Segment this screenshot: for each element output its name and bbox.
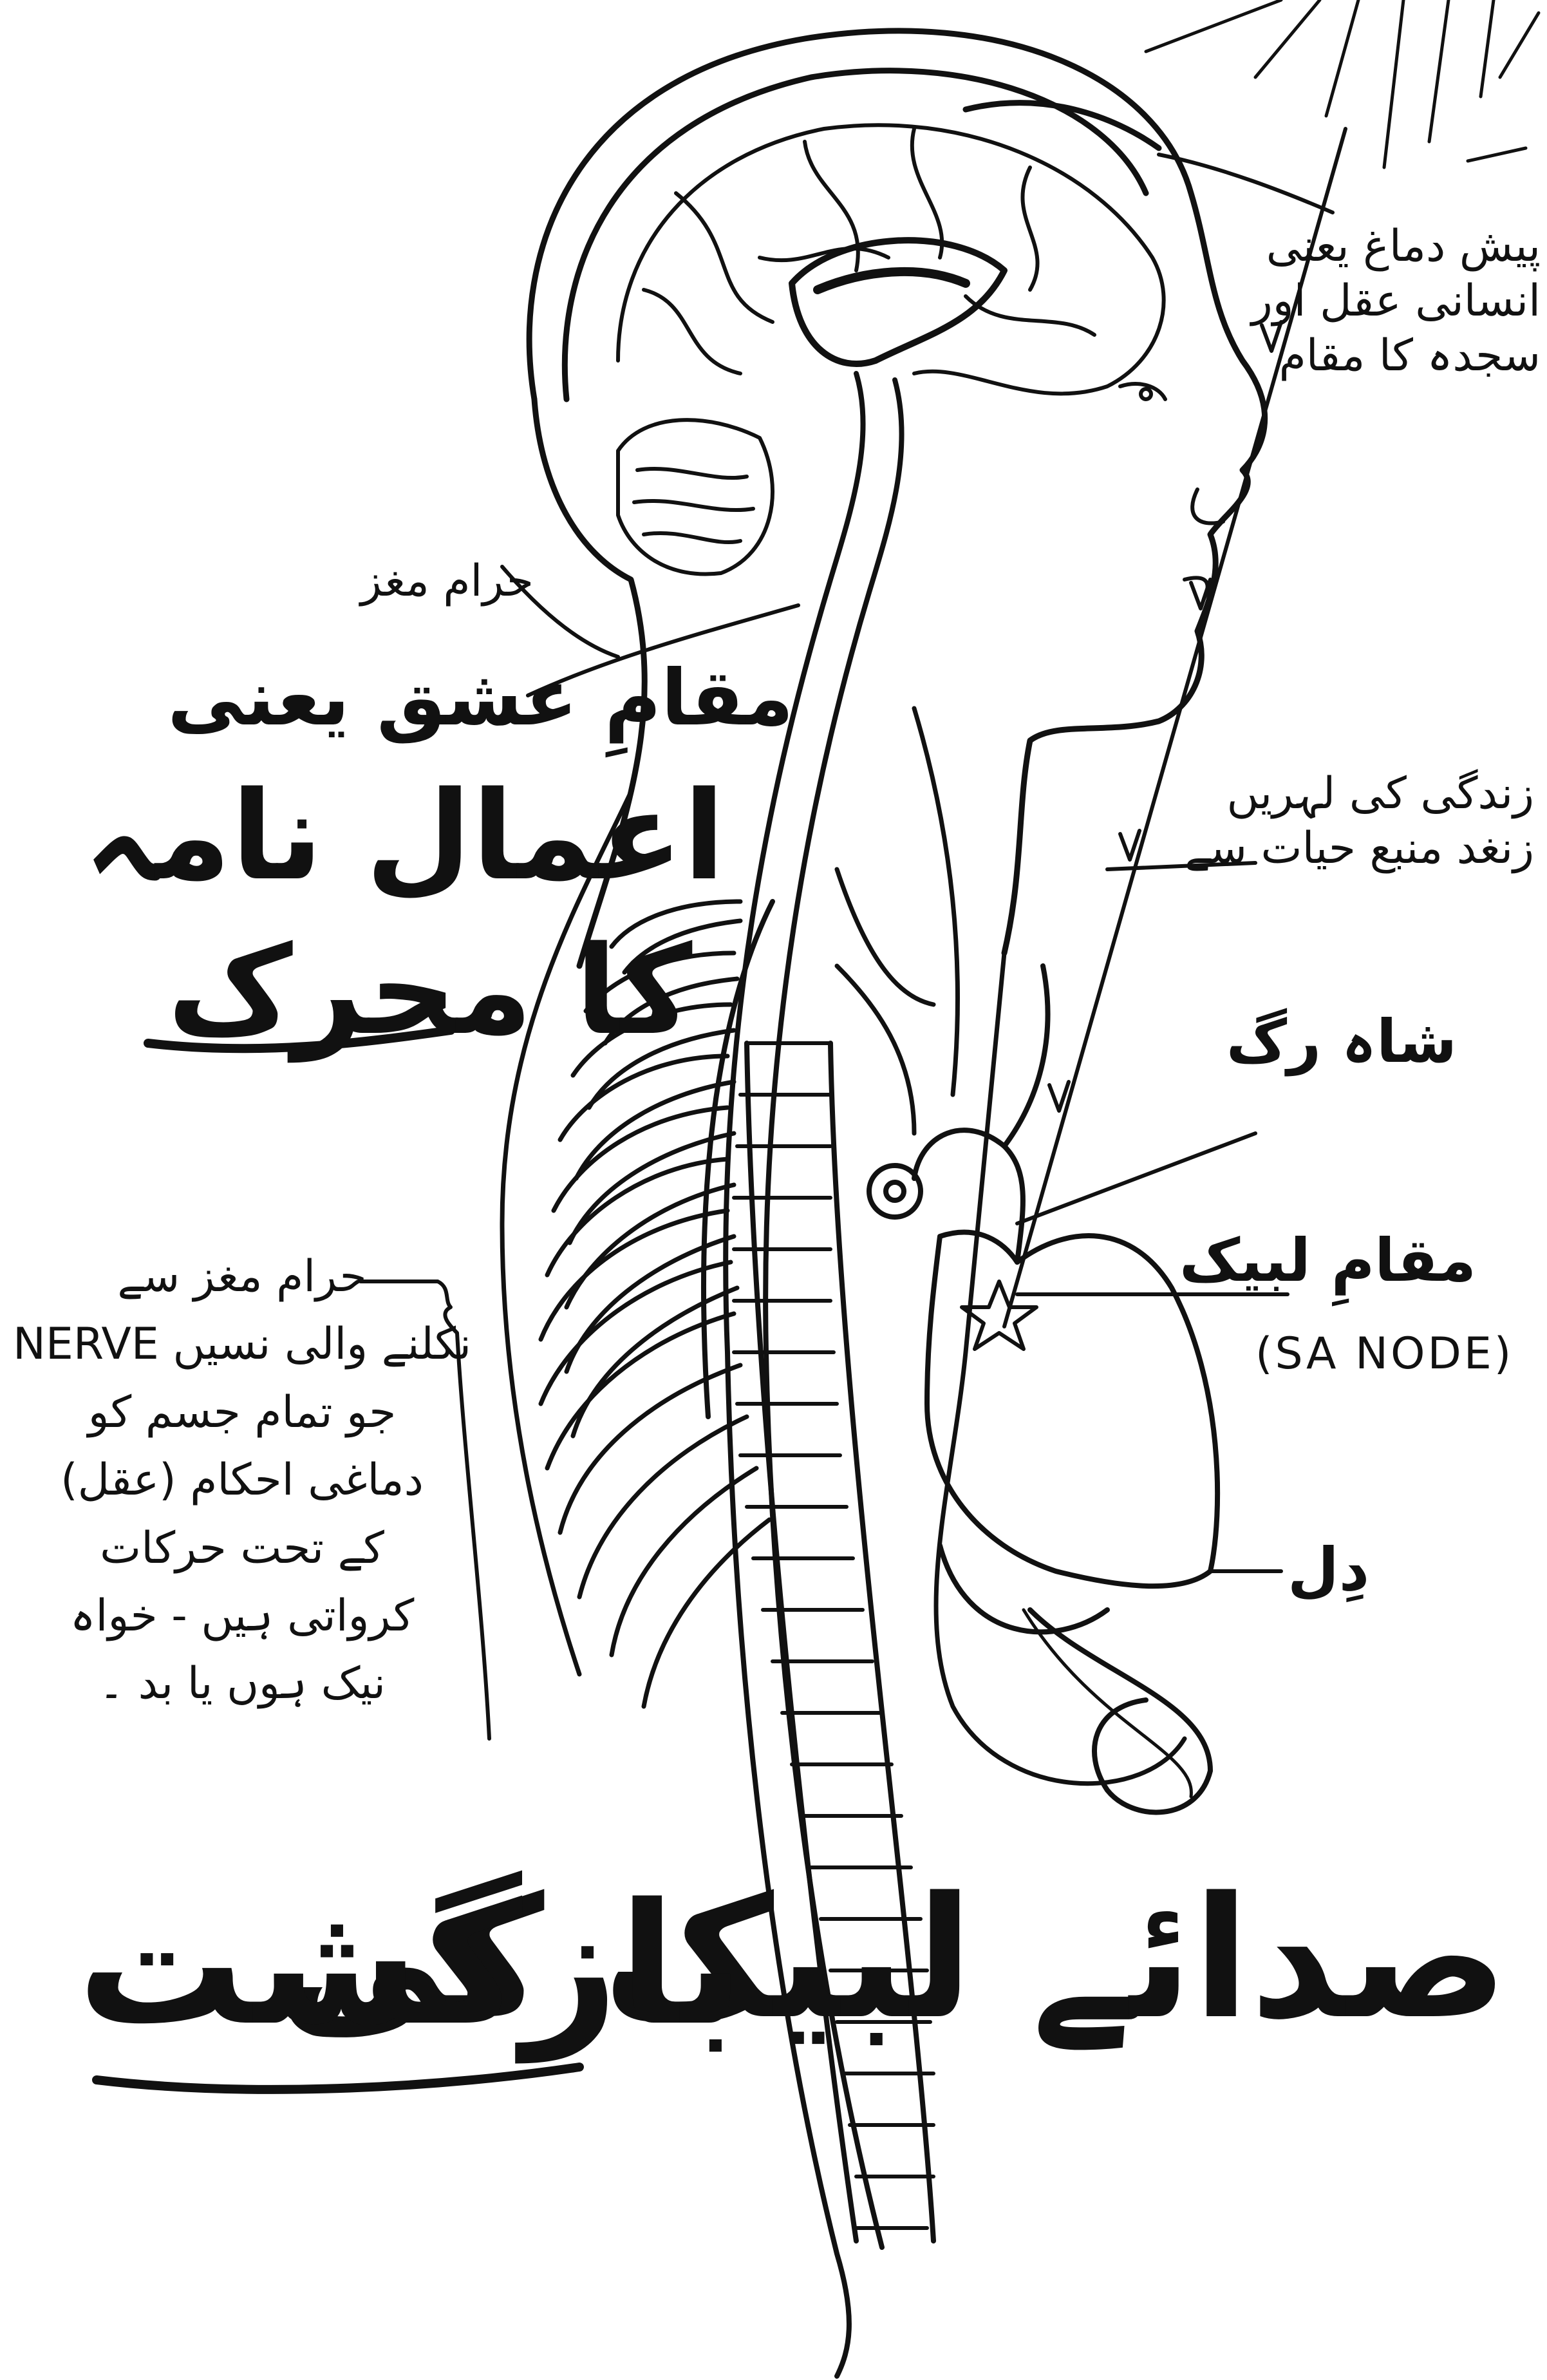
nerves-line-7: نیک ہوں یا بد ۔ xyxy=(13,1650,471,1717)
nerves-line-1: حرام مغز سے xyxy=(13,1243,471,1310)
nerves-line-3: جو تمام جسم کو xyxy=(13,1379,471,1446)
jugular-label: شاہ رگ xyxy=(1226,1005,1457,1079)
ishq-label: مقامِ عشق یعنی xyxy=(167,650,794,747)
heart-drawing xyxy=(869,966,1217,1812)
forebrain-line-2: انسانی عقل اور xyxy=(1252,274,1541,328)
labbaik-place-label: مقامِ لبیک xyxy=(1179,1223,1476,1298)
face xyxy=(1120,384,1223,599)
life-waves-line-1: زندگی کی لہریں xyxy=(1185,766,1534,821)
nerves-label: حرام مغز سے نکلنے والی نسیں NERVE جو تما… xyxy=(13,1243,471,1718)
forebrain-line-3: سجدہ کا مقام xyxy=(1252,328,1541,383)
forebrain-line-1: پیش دماغ یعنی xyxy=(1252,219,1541,274)
life-waves-line-2: زنغد منبع حیات سے xyxy=(1185,821,1534,876)
amal-label-2: کا محرک xyxy=(167,914,692,1068)
nerves-line-4: دماغی احکام (عقل) xyxy=(13,1446,471,1514)
nerves-line-5: کے تحت حرکات xyxy=(13,1515,471,1582)
forebrain-label: پیش دماغ یعنی انسانی عقل اور سجدہ کا مقا… xyxy=(1252,219,1541,383)
heart-label: دِل xyxy=(1288,1533,1369,1607)
life-waves-label: زندگی کی لہریں زنغد منبع حیات سے xyxy=(1185,766,1534,876)
sa-node-label: (SA NODE) xyxy=(1255,1327,1514,1381)
amal-label-1: اعمال نامہ xyxy=(84,760,725,913)
nerves-line-6: کرواتی ہیں - خواہ xyxy=(13,1582,471,1650)
nerves-line-2: نکلنے والی نسیں NERVE xyxy=(13,1310,471,1378)
title-bazgasht: بازگشت xyxy=(77,1861,744,2070)
medulla-label: حرام مغز xyxy=(361,554,534,609)
